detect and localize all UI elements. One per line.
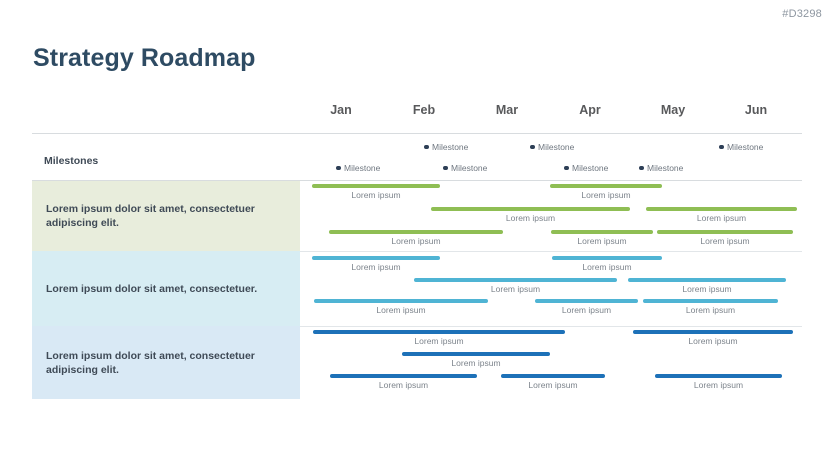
task-bar[interactable] bbox=[646, 207, 797, 211]
milestones-row-label: Milestones bbox=[44, 155, 99, 167]
task-bar-label: Lorem ipsum bbox=[700, 236, 750, 246]
header-divider bbox=[32, 133, 802, 134]
task-bar-label: Lorem ipsum bbox=[577, 236, 627, 246]
task-bar[interactable] bbox=[655, 374, 782, 378]
milestone-label: Milestone bbox=[344, 163, 381, 173]
swimlane-title: Lorem ipsum dolor sit amet, consectetuer… bbox=[46, 282, 258, 295]
task-bar-label: Lorem ipsum bbox=[581, 190, 631, 200]
task-bar-label: Lorem ipsum bbox=[528, 380, 578, 390]
task-bar[interactable] bbox=[312, 256, 440, 260]
task-bar[interactable] bbox=[313, 330, 565, 334]
month-label-mar: Mar bbox=[495, 103, 519, 117]
slide-code: #D3298 bbox=[782, 8, 822, 20]
swimlane-title: Lorem ipsum dolor sit amet, consectetuer… bbox=[46, 349, 255, 376]
swimlane-row: Lorem ipsum dolor sit amet, consectetuer… bbox=[32, 181, 802, 251]
swimlane-label-panel[interactable]: Lorem ipsum dolor sit amet, consectetuer… bbox=[32, 251, 300, 326]
task-bar[interactable] bbox=[535, 299, 638, 303]
milestone-label: Milestone bbox=[432, 142, 469, 152]
task-bar-label: Lorem ipsum bbox=[414, 336, 464, 346]
milestone-dot-icon bbox=[530, 144, 535, 149]
task-bar-label: Lorem ipsum bbox=[378, 380, 429, 390]
milestone-label: Milestone bbox=[727, 142, 764, 152]
task-bar[interactable] bbox=[657, 230, 793, 234]
milestone-dot-icon bbox=[639, 165, 644, 170]
month-header-row: Jan Feb Mar Apr May Jun bbox=[32, 100, 802, 133]
swimlane-title: Lorem ipsum dolor sit amet, consectetuer… bbox=[46, 202, 255, 229]
task-bar[interactable] bbox=[414, 278, 617, 282]
task-bar-label: Lorem ipsum bbox=[490, 284, 541, 294]
task-bar-label: Lorem ipsum bbox=[391, 236, 441, 246]
task-bar[interactable] bbox=[314, 299, 488, 303]
task-bar-label: Lorem ipsum bbox=[582, 262, 632, 272]
task-bar-label: Lorem ipsum bbox=[351, 262, 401, 272]
task-bar[interactable] bbox=[550, 184, 662, 188]
month-label-feb: Feb bbox=[412, 103, 436, 117]
milestone-dot-icon bbox=[719, 144, 724, 149]
task-bar-label: Lorem ipsum bbox=[682, 284, 732, 294]
milestone-dot-icon bbox=[564, 165, 569, 170]
month-label-apr: Apr bbox=[579, 103, 601, 117]
task-bar-label: Lorem ipsum bbox=[685, 305, 736, 315]
milestone-marker[interactable]: Milestone bbox=[719, 142, 763, 152]
milestone-dot-icon bbox=[424, 144, 429, 149]
lane-divider bbox=[32, 326, 802, 327]
task-bar[interactable] bbox=[431, 207, 630, 211]
task-bar[interactable] bbox=[628, 278, 786, 282]
milestone-dot-icon bbox=[336, 165, 341, 170]
page-title: Strategy Roadmap bbox=[33, 43, 256, 72]
task-bar[interactable] bbox=[329, 230, 503, 234]
task-bar[interactable] bbox=[643, 299, 778, 303]
task-bar-label: Lorem ipsum bbox=[376, 305, 426, 315]
task-bar[interactable] bbox=[330, 374, 477, 378]
task-bar-label: Lorem ipsum bbox=[505, 213, 556, 223]
month-label-jun: Jun bbox=[744, 103, 768, 117]
swimlane-label-panel[interactable]: Lorem ipsum dolor sit amet, consectetuer… bbox=[32, 181, 300, 251]
milestone-marker[interactable]: Milestone bbox=[424, 142, 468, 152]
milestone-marker[interactable]: Milestone bbox=[530, 142, 574, 152]
lane-divider bbox=[32, 251, 802, 252]
milestone-label: Milestone bbox=[572, 163, 609, 173]
task-bar[interactable] bbox=[312, 184, 440, 188]
task-bar[interactable] bbox=[552, 256, 662, 260]
milestone-marker[interactable]: Milestone bbox=[443, 163, 487, 173]
milestones-divider bbox=[32, 180, 802, 181]
milestone-label: Milestone bbox=[647, 163, 684, 173]
task-bar-label: Lorem ipsum bbox=[561, 305, 612, 315]
milestone-marker[interactable]: Milestone bbox=[639, 163, 683, 173]
task-bar-label: Lorem ipsum bbox=[451, 358, 501, 368]
task-bar-label: Lorem ipsum bbox=[351, 190, 401, 200]
milestone-dot-icon bbox=[443, 165, 448, 170]
month-label-may: May bbox=[660, 103, 686, 117]
milestone-marker[interactable]: Milestone bbox=[336, 163, 380, 173]
task-bar-label: Lorem ipsum bbox=[693, 380, 744, 390]
milestone-label: Milestone bbox=[538, 142, 575, 152]
swimlane-row: Lorem ipsum dolor sit amet, consectetuer… bbox=[32, 326, 802, 399]
task-bar[interactable] bbox=[633, 330, 793, 334]
task-bar[interactable] bbox=[501, 374, 605, 378]
task-bar[interactable] bbox=[551, 230, 653, 234]
task-bar-label: Lorem ipsum bbox=[696, 213, 747, 223]
task-bar-label: Lorem ipsum bbox=[688, 336, 738, 346]
milestone-label: Milestone bbox=[451, 163, 488, 173]
milestone-marker[interactable]: Milestone bbox=[564, 163, 608, 173]
swimlane-row: Lorem ipsum dolor sit amet, consectetuer… bbox=[32, 251, 802, 326]
swimlane-label-panel[interactable]: Lorem ipsum dolor sit amet, consectetuer… bbox=[32, 326, 300, 399]
task-bar[interactable] bbox=[402, 352, 550, 356]
month-label-jan: Jan bbox=[330, 103, 352, 117]
